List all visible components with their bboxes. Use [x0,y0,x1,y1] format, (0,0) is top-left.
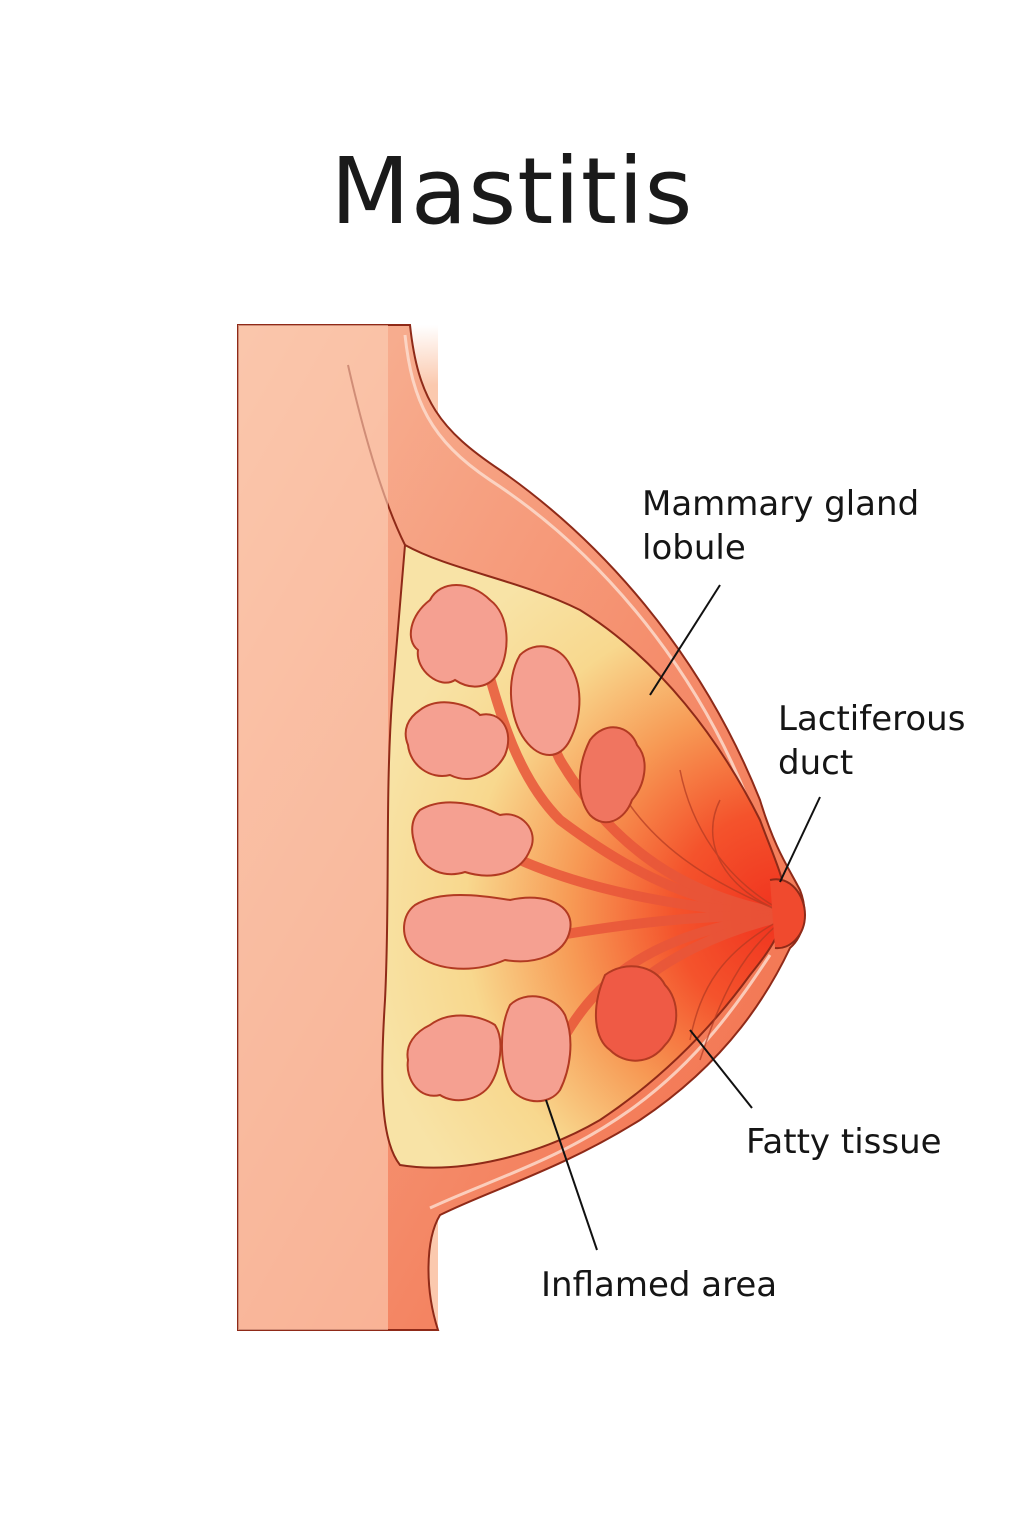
mammary-gland-lobules [403,584,678,1103]
label-mammary-gland-lobule: Mammary gland lobule [642,484,920,568]
nipple [769,878,807,950]
fatty-tissue-region [381,543,787,1169]
leader-line-fatty-tissue [689,1029,753,1109]
inflamed-lobule-lower [594,965,678,1062]
leader-line-lactiferous-duct [779,796,821,883]
label-lactiferous-duct: Lactiferous duct [778,699,966,783]
leader-lines [545,584,821,1251]
diagram-title: Mastitis [330,138,694,245]
leader-line-mammary-gland-lobule [649,584,721,696]
label-fatty-tissue: Fatty tissue [746,1122,942,1162]
inflamed-lobule-upper [578,726,646,824]
label-inflamed-area: Inflamed area [541,1265,778,1305]
leader-line-inflamed-area [545,1099,598,1251]
